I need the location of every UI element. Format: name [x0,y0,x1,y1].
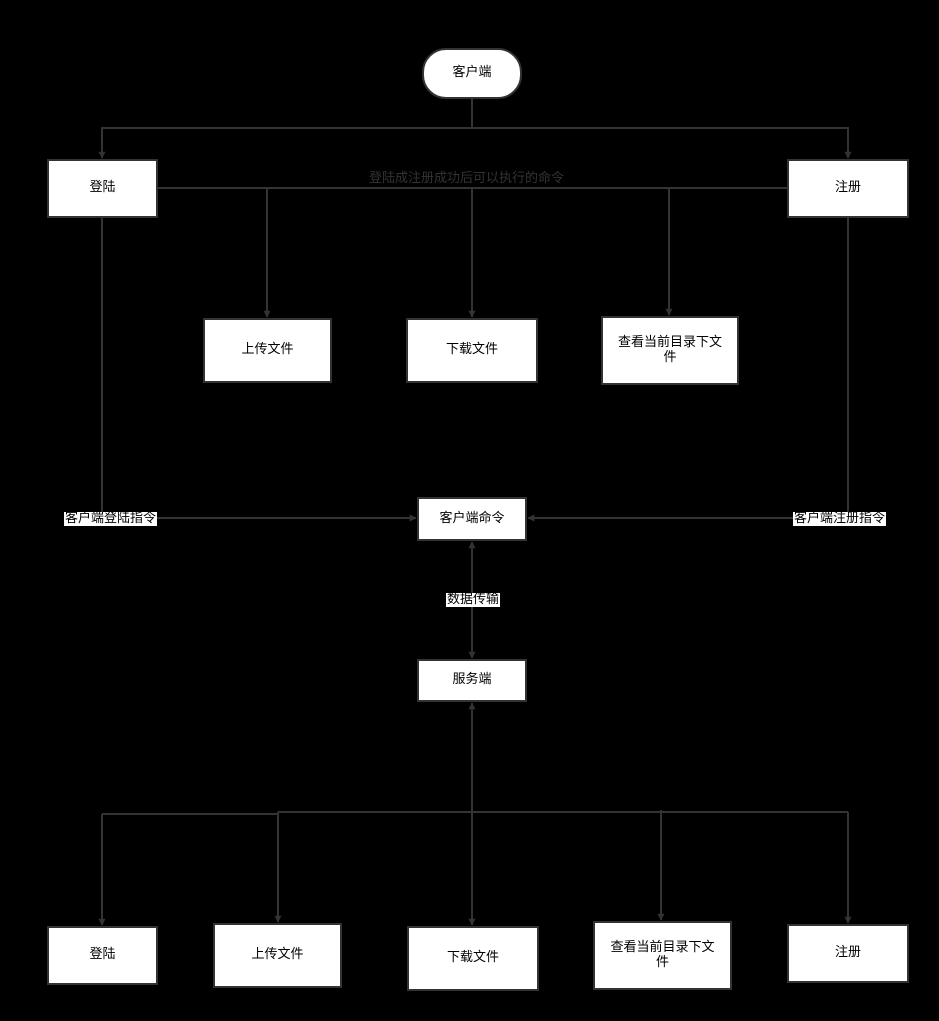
register-node-top: 注册 [787,159,909,218]
register-node-bottom: 注册 [787,924,909,983]
download-node-bottom: 下载文件 [407,926,539,991]
edge-client-to-login [98,99,473,159]
login-node-top: 登陆 [47,159,158,218]
after-auth-label: 登陆成注册成功后可以执行的命令 [369,171,565,186]
list-files-node-bottom: 查看当前目录下文件 [593,921,732,990]
edge-client-to-register [472,127,852,159]
client-command-node: 客户端命令 [417,497,527,541]
client-node: 客户端 [422,48,522,99]
login-instruction-label: 客户端登陆指令 [64,511,158,526]
register-instruction-label: 客户端注册指令 [793,511,887,526]
login-node-bottom: 登陆 [47,926,158,985]
server-node: 服务端 [417,659,527,702]
list-files-node-top: 查看当前目录下文件 [601,316,739,385]
data-transfer-label: 数据传输 [446,592,501,607]
edge-tree-bar-2 [278,810,662,813]
upload-node-bottom: 上传文件 [213,923,342,988]
download-node-top: 下载文件 [406,318,538,383]
upload-node-top: 上传文件 [203,318,332,383]
